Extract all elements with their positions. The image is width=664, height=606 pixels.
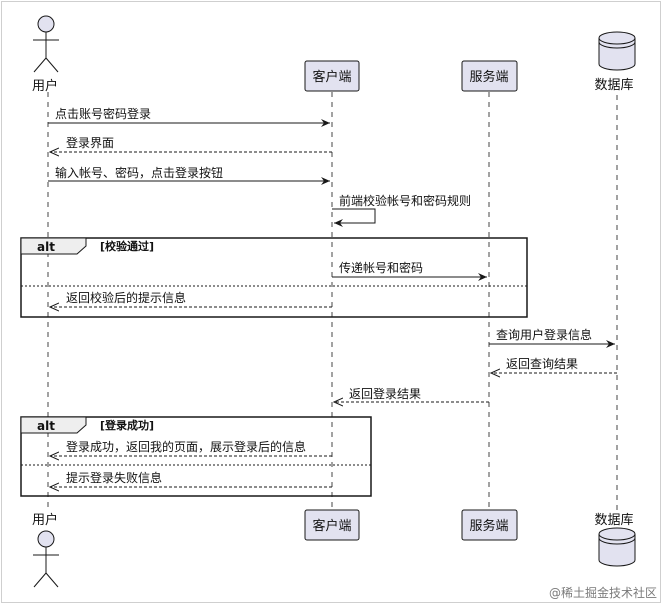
participant-client-label: 客户端: [312, 69, 351, 85]
message-label-2: 登录界面: [66, 135, 114, 150]
participant-db-label: 数据库: [594, 77, 633, 93]
participant-server-top: 服务端: [461, 60, 518, 92]
message-label-3: 输入帐号、密码，点击登录按钮: [55, 165, 223, 180]
participant-client-label-bottom: 客户端: [312, 518, 351, 534]
message-arrow-4-self: [332, 208, 376, 227]
participant-server-label: 服务端: [469, 69, 508, 85]
actor-stick-figure-icon: [33, 15, 59, 73]
message-label-4: 前端校验帐号和密码规则: [339, 193, 471, 208]
database-cylinder-icon: [598, 527, 636, 567]
message-label-9: 返回登录结果: [349, 386, 421, 401]
participant-user-label: 用户: [32, 78, 58, 94]
actor-stick-figure-icon: [33, 530, 59, 588]
participant-server-bottom: 服务端: [461, 509, 518, 541]
alt-condition-1: [校验通过]: [100, 239, 154, 253]
message-label-11: 提示登录失败信息: [66, 470, 162, 485]
message-label-7: 查询用户登录信息: [496, 327, 592, 342]
watermark: @稀土掘金技术社区: [549, 585, 657, 600]
message-label-5: 传递帐号和密码: [339, 260, 423, 275]
participant-user-label-bottom: 用户: [32, 512, 58, 528]
participant-client-top: 客户端: [304, 60, 360, 92]
message-label-10: 登录成功，返回我的页面，展示登录后的信息: [66, 439, 306, 454]
alt-keyword-2: alt: [37, 419, 55, 433]
actor-user-bottom: 用户: [32, 512, 59, 588]
actor-user-top: 用户: [32, 15, 59, 94]
alt-keyword-1: alt: [37, 240, 55, 254]
message-label-8: 返回查询结果: [506, 357, 578, 371]
participant-server-label-bottom: 服务端: [469, 518, 508, 534]
message-label-1: 点击账号密码登录: [55, 106, 151, 121]
alt-block-2: alt [登录成功]: [20, 416, 372, 497]
participant-db-bottom: 数据库: [594, 512, 636, 567]
participant-db-label-bottom: 数据库: [594, 512, 633, 528]
database-cylinder-icon: [598, 31, 636, 71]
participant-db-top: 数据库: [594, 31, 636, 93]
alt-condition-2: [登录成功]: [100, 418, 154, 432]
alt-block-1: alt [校验通过]: [20, 237, 528, 318]
message-label-6: 返回校验后的提示信息: [66, 290, 186, 305]
participant-client-bottom: 客户端: [304, 509, 360, 541]
